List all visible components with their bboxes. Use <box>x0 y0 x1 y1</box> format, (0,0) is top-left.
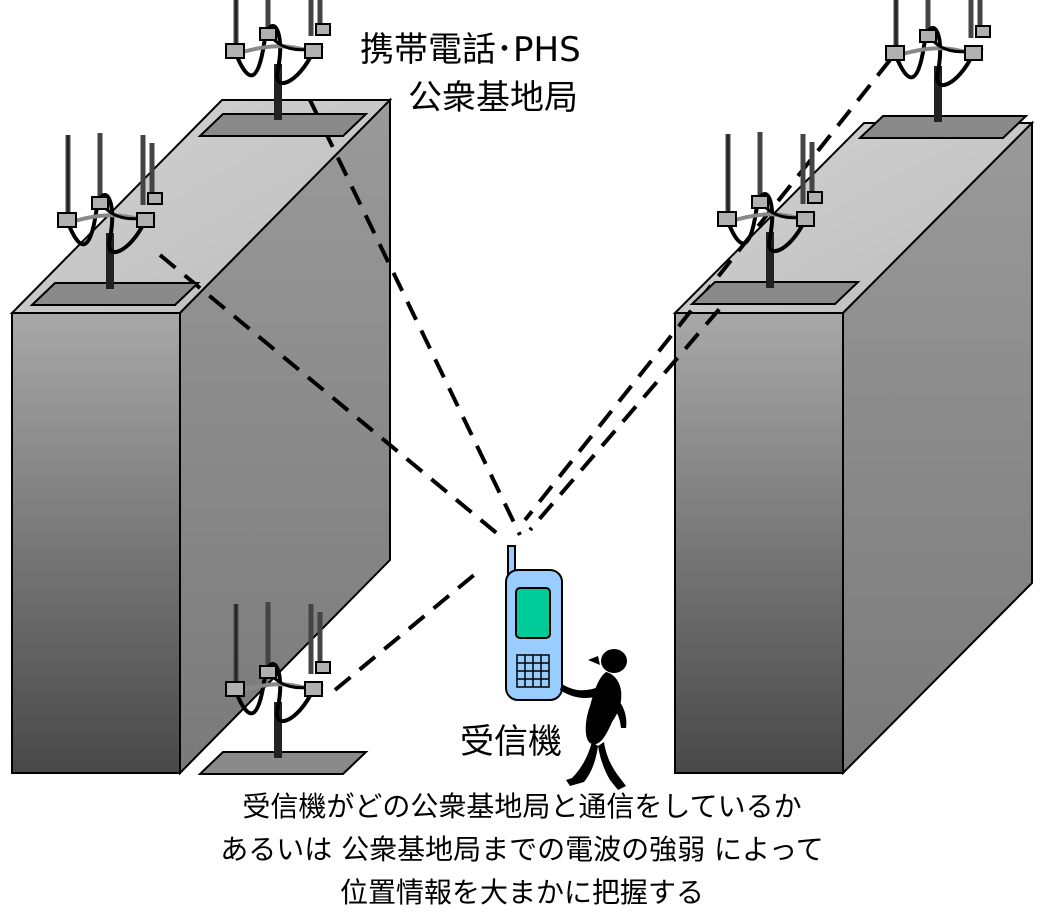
signal-line-left-roof <box>308 99 522 536</box>
caption-line2: あるいは 公衆基地局までの電波の強弱 によって <box>220 833 824 866</box>
station-label-line2: 公衆基地局 <box>408 78 578 118</box>
person-silhouette-icon <box>560 649 627 790</box>
antenna-icon-left-roof <box>200 0 366 136</box>
mobile-phone-icon <box>505 545 563 701</box>
caption-line3: 位置情報を大まかに把握する <box>339 876 704 909</box>
signal-line-left-mid <box>158 253 507 542</box>
caption-line1: 受信機がどの公衆基地局と通信をしているか <box>242 790 802 823</box>
station-label-line1: 携帯電話･PHS <box>360 30 581 70</box>
signal-line-right-mid <box>528 283 742 532</box>
receiver-label: 受信機 <box>460 722 562 762</box>
right-building <box>672 120 1035 776</box>
